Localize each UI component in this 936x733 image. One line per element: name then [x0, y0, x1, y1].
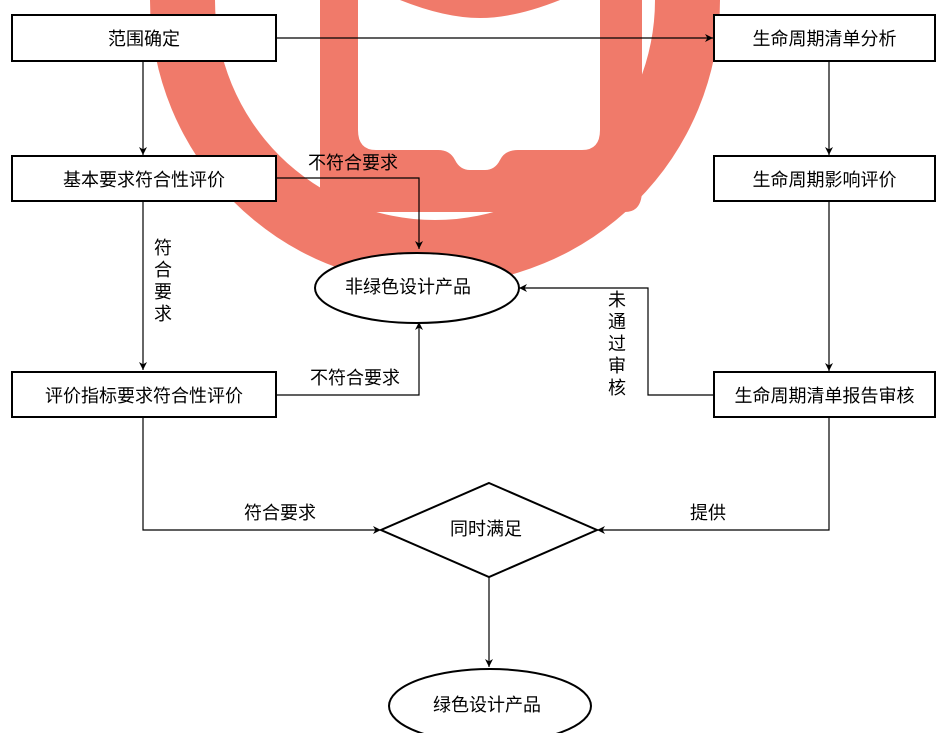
node-impact: 生命周期影响评价: [713, 155, 936, 202]
label-indicator-fail: 不符合要求: [310, 368, 400, 389]
edge-indicator-pass: [142, 418, 381, 534]
node-inventory: 生命周期清单分析: [713, 14, 936, 62]
both-diamond: [378, 481, 600, 579]
node-indicator-eval: 评价指标要求符合性评价: [11, 371, 277, 418]
label-basic-pass: 符合要求: [151, 238, 172, 326]
watermark-cap: [400, 0, 560, 18]
watermark-cup: [320, 0, 642, 212]
edge-review-fail: [519, 284, 713, 396]
watermark-logo: [150, 0, 720, 285]
node-scope: 范围确定: [11, 14, 277, 62]
non-green-ellipse: [314, 252, 520, 324]
node-non-green-label: 非绿色设计产品: [345, 277, 471, 298]
node-green-label: 绿色设计产品: [433, 695, 541, 716]
label-review-provide: 提供: [690, 503, 726, 524]
node-review: 生命周期清单报告审核: [713, 371, 936, 418]
label-indicator-pass: 符合要求: [244, 503, 316, 524]
edge-basic-fail: [277, 177, 423, 249]
label-review-fail: 未通过审核: [605, 290, 626, 400]
edge-indicator-fail: [277, 322, 423, 396]
node-both-label: 同时满足: [450, 519, 522, 540]
edge-review-provide: [597, 418, 830, 534]
green-ellipse: [388, 668, 592, 733]
label-basic-fail: 不符合要求: [308, 153, 398, 174]
node-basic-eval: 基本要求符合性评价: [11, 155, 277, 202]
watermark-ring: [150, 0, 720, 285]
